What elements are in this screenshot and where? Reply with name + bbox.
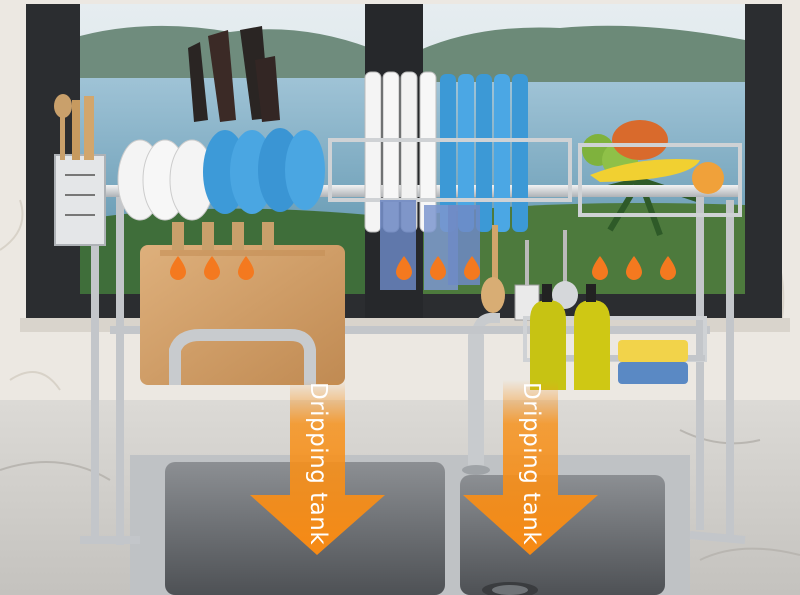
plates <box>364 71 528 233</box>
lower-shelf <box>523 284 707 390</box>
drop-icon <box>660 256 676 280</box>
dripping-tank-label-left: Dripping tank <box>305 382 331 545</box>
cutting-board <box>140 222 345 385</box>
dripping-arrow-left: Dripping tank <box>250 380 385 555</box>
bowls <box>117 128 325 221</box>
drop-icon <box>626 256 642 280</box>
drop-icon <box>464 256 480 280</box>
counter-marble-veins <box>0 429 800 561</box>
double-sink <box>130 455 690 595</box>
drop-icon <box>592 256 608 280</box>
drop-icon <box>204 256 220 280</box>
hanging-utensils <box>481 225 578 321</box>
knives <box>188 26 280 122</box>
arrow-down-icon <box>250 380 385 555</box>
water-drops <box>170 256 676 280</box>
dripping-arrow-right: Dripping tank <box>463 380 598 555</box>
drop-icon <box>170 256 186 280</box>
drop-icon <box>238 256 254 280</box>
utensil-holder <box>54 94 106 246</box>
fruit-basket <box>578 120 742 217</box>
faucet <box>462 313 500 475</box>
drop-icon <box>430 256 446 280</box>
towels <box>380 200 480 290</box>
dripping-tank-label-right: Dripping tank <box>518 382 544 545</box>
arrow-down-icon <box>463 380 598 555</box>
drop-icon <box>396 256 412 280</box>
dish-rack-basket <box>328 138 572 202</box>
